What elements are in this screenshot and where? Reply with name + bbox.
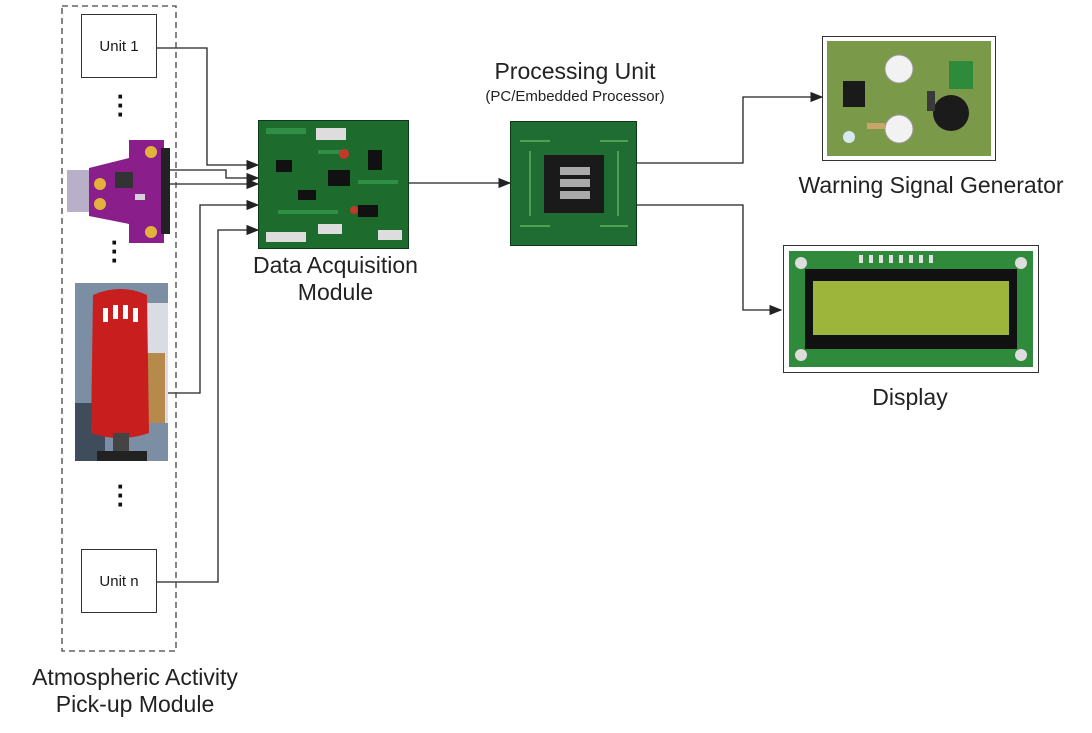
lcd-display-module [783, 245, 1039, 373]
gas-sensor-board [67, 138, 170, 243]
processing-unit-subtitle: (PC/Embedded Processor) [485, 88, 665, 105]
unit-1-box: Unit 1 [81, 14, 157, 78]
unit-n-label: Unit n [99, 572, 139, 590]
wire-proc-warning [637, 91, 824, 164]
ellipsis-dots: ··· [116, 81, 126, 129]
warning-generator-board [822, 36, 996, 161]
data-acquisition-board [258, 120, 409, 249]
pickup-module-outline [61, 5, 177, 652]
data-acquisition-title: Data Acquisition Module [228, 252, 443, 306]
unit-n-box: Unit n [81, 549, 157, 613]
ellipsis-dots: ··· [116, 471, 126, 519]
processing-unit-title: Processing Unit [494, 58, 656, 84]
warning-generator-title: Warning Signal Generator [798, 172, 1064, 198]
pickup-module-title-line1: Atmospheric Activity [32, 664, 238, 690]
wire-unitn [157, 224, 260, 583]
wire-shield [168, 199, 260, 394]
processor-board [510, 121, 637, 246]
display-title: Display [872, 384, 948, 410]
data-acquisition-title-line1: Data Acquisition [253, 252, 418, 278]
ellipsis-dots: ··· [110, 227, 120, 275]
pickup-module-title: Atmospheric Activity Pick-up Module [0, 664, 270, 718]
radiation-shield-sensor [75, 283, 168, 461]
wire-proc-display [637, 204, 783, 316]
unit-1-label: Unit 1 [99, 37, 139, 55]
wire-sensor-a [167, 169, 260, 184]
data-acquisition-title-line2: Module [297, 279, 374, 305]
pickup-module-title-line2: Pick-up Module [55, 691, 215, 717]
wire-unit1 [157, 47, 260, 171]
